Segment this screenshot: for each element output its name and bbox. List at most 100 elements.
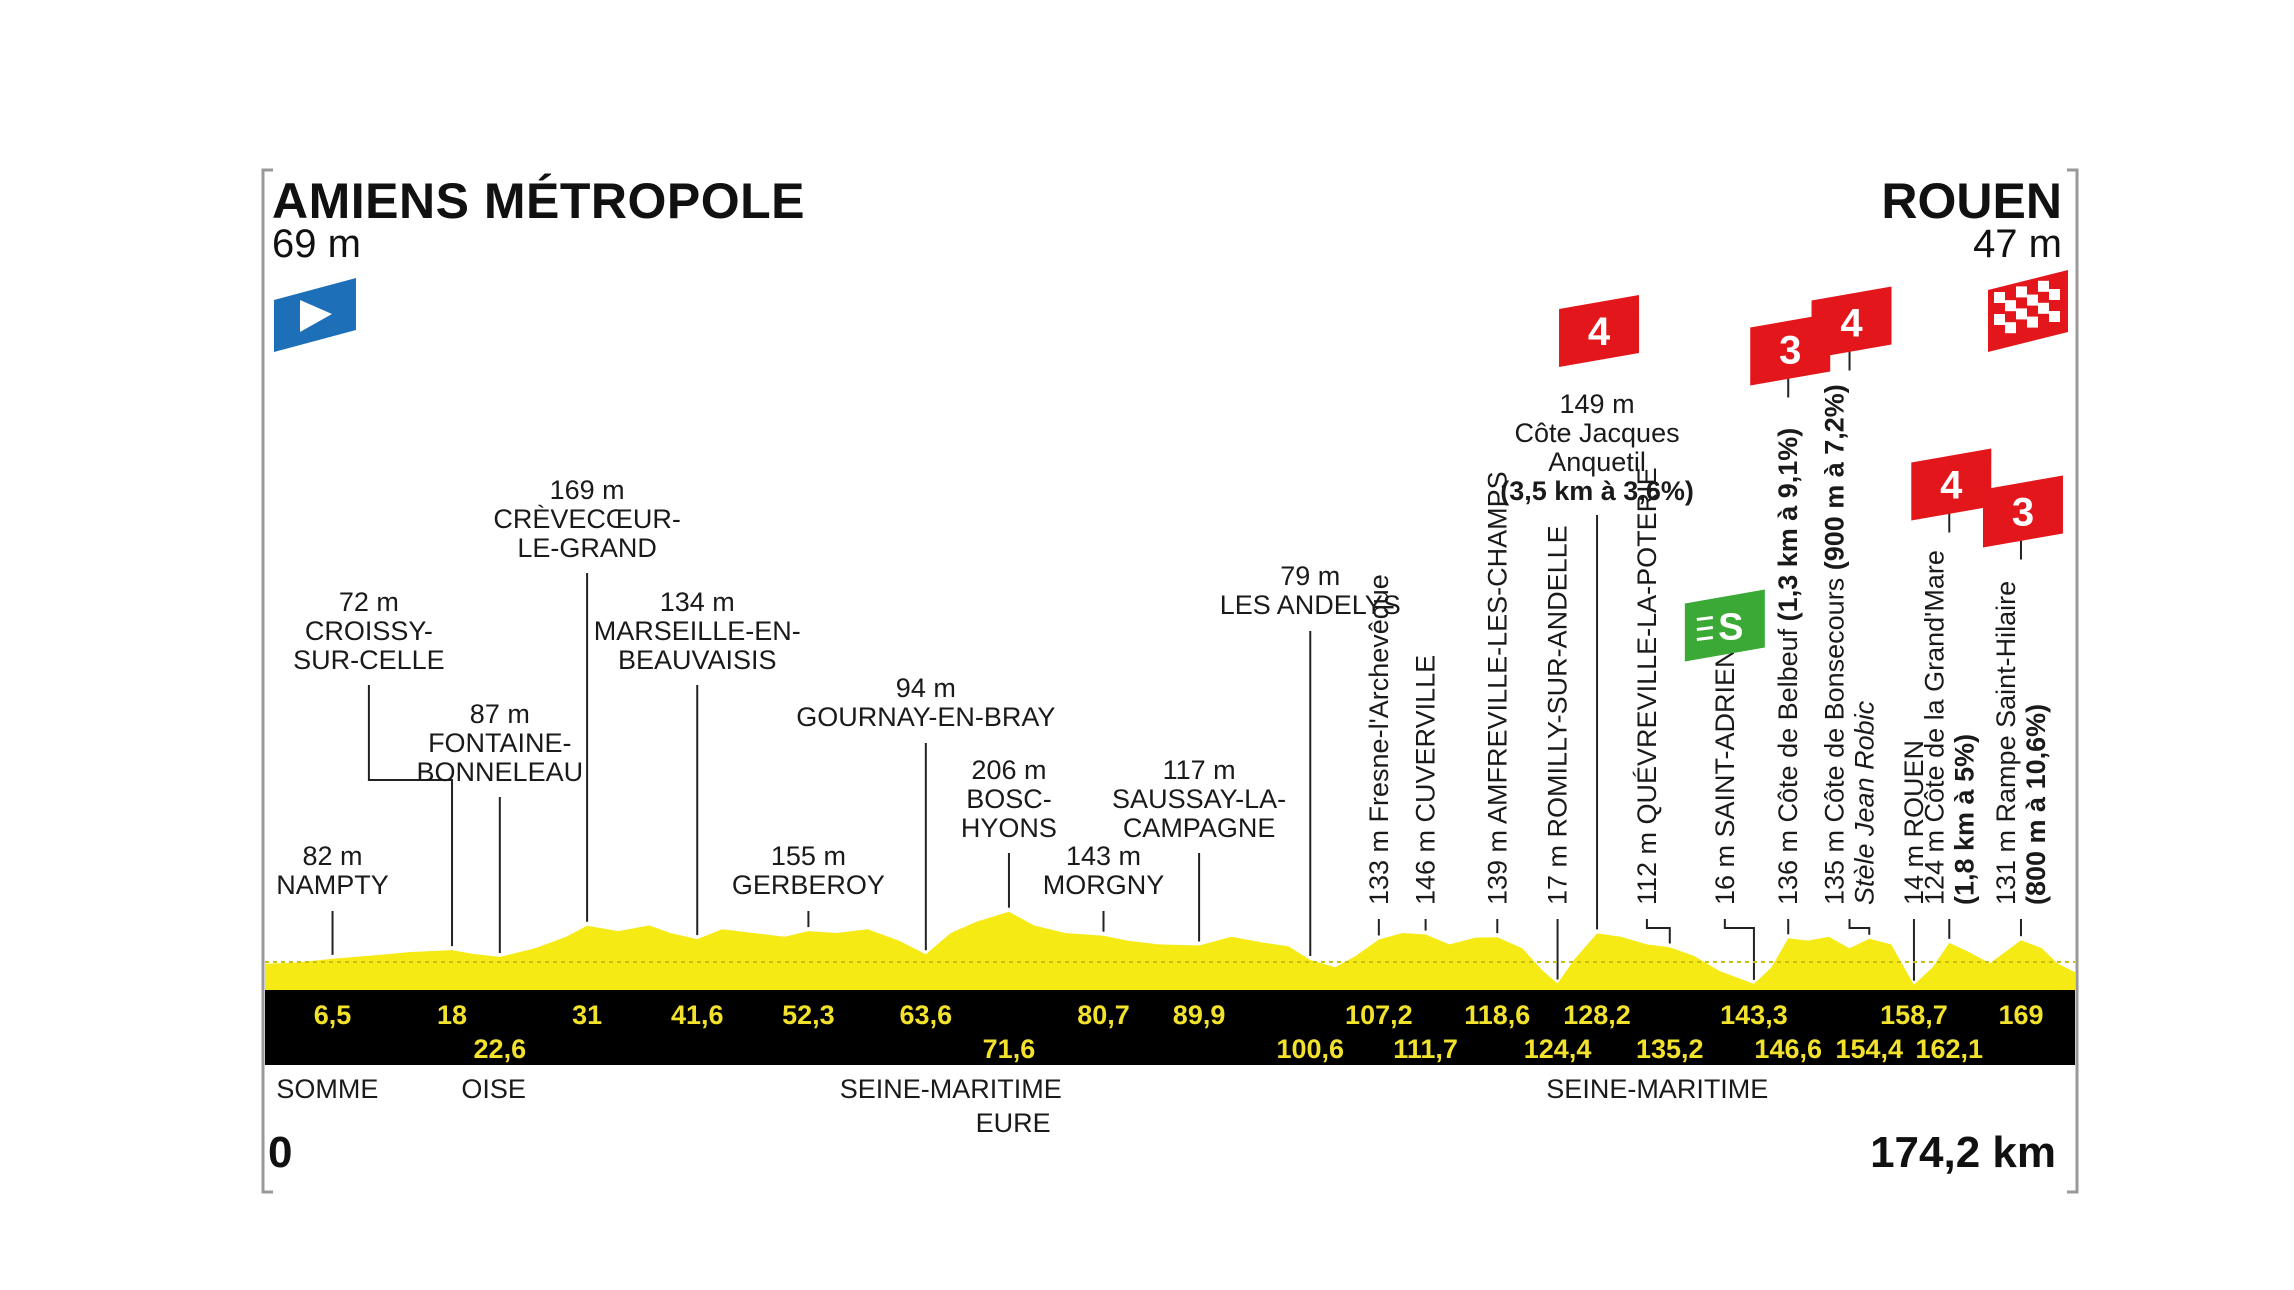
department-label: SOMME (276, 1074, 378, 1104)
place-name-vertical: 16 m SAINT-ADRIEN (1710, 648, 1740, 905)
checker-square (2016, 286, 2027, 298)
checker-square (2027, 316, 2038, 328)
climb-category: 4 (1940, 464, 1963, 508)
place-name: BEAUVAISIS (618, 645, 777, 675)
km-label: 71,6 (983, 1034, 1036, 1064)
climb-category-icon: 3 (1982, 475, 2063, 548)
km-label: 124,4 (1524, 1034, 1592, 1064)
place-name-vertical-extra: (800 m à 10,6%) (2021, 704, 2051, 905)
place-name: SUR-CELLE (293, 645, 445, 675)
checker-square (1994, 292, 2005, 303)
place-name-vertical: 14 m ROUEN (1899, 740, 1929, 905)
km-label: 100,6 (1276, 1034, 1344, 1064)
km-label: 135,2 (1636, 1034, 1704, 1064)
km-label: 128,2 (1563, 1000, 1631, 1030)
start-flag-icon (274, 278, 356, 352)
km-label: 169 (1998, 1000, 2043, 1030)
frame (261, 168, 2079, 1194)
place-altitude: 72 m (339, 587, 399, 617)
km-label: 18 (437, 1000, 467, 1030)
checker-square (2038, 302, 2049, 314)
km-label: 107,2 (1345, 1000, 1413, 1030)
climb-badge (1982, 475, 2063, 548)
place-name-vertical: 124 m Côte de la Grand'Mare (1919, 550, 1949, 905)
place-name-vertical: 17 m ROMILLY-SUR-ANDELLE (1543, 525, 1573, 905)
place-name-vertical-extra: Stèle Jean Robic (1850, 700, 1880, 905)
km-label: 158,7 (1880, 1000, 1948, 1030)
distance-total: 174,2 km (1870, 1128, 2056, 1177)
leader-line (1723, 919, 1755, 980)
place-name: BONNELEAU (417, 757, 584, 787)
place-name: CROISSY- (305, 616, 433, 646)
profile-area (265, 911, 2075, 996)
place-altitude: 94 m (896, 673, 956, 703)
leader-line (367, 685, 454, 947)
km-label: 63,6 (900, 1000, 953, 1030)
place-name: MARSEILLE-EN- (594, 616, 801, 646)
climb-category: 4 (1840, 302, 1863, 346)
sprint-stroke (1696, 636, 1714, 641)
checker-square (2027, 294, 2038, 306)
elevation-area (265, 911, 2075, 996)
km-label: 89,9 (1173, 1000, 1226, 1030)
checkered-flag-icon (1988, 270, 2068, 352)
km-label: 111,7 (1393, 1034, 1458, 1064)
km-label: 80,7 (1077, 1000, 1130, 1030)
place-name-vertical: 133 m Fresne-l'Archevêque (1364, 574, 1394, 905)
sprint-stroke (1696, 616, 1714, 621)
sprint-icon: S (1684, 589, 1765, 662)
place-name: GERBEROY (732, 870, 885, 900)
km-label: 22,6 (474, 1034, 527, 1064)
checker-square (2049, 289, 2060, 300)
place-altitude: 117 m (1163, 755, 1236, 785)
place-name-vertical: 135 m Côte de Bonsecours (900 m à 7,2%) (1820, 384, 1850, 905)
climb-category-icon: 4 (1559, 295, 1640, 367)
department-label: EURE (976, 1108, 1051, 1138)
km-label: 146,6 (1754, 1034, 1822, 1064)
place-name: HYONS (961, 813, 1057, 843)
leader-line (1848, 919, 1871, 935)
checker-square (1994, 314, 2005, 325)
place-name: CRÈVECŒUR- (493, 504, 681, 534)
checker-square (2005, 322, 2016, 334)
place-altitude: 149 m (1560, 389, 1635, 419)
km-label: 41,6 (671, 1000, 724, 1030)
place-name: NAMPTY (276, 870, 389, 900)
km-label: 118,6 (1464, 1000, 1530, 1030)
climb-category: 3 (1779, 329, 1801, 373)
place-name: BOSC- (966, 784, 1052, 814)
sprint-letter: S (1718, 607, 1743, 649)
place-altitude: 134 m (660, 587, 735, 617)
place-name: (3,5 km à 3,6%) (1500, 476, 1694, 506)
leader-lines (331, 350, 2022, 981)
place-name-vertical-extra: (1,8 km à 5%) (1949, 734, 1979, 905)
place-name: SAUSSAY-LA- (1112, 784, 1286, 814)
km-label: 31 (572, 1000, 602, 1030)
km-label: 6,5 (314, 1000, 352, 1030)
km-label: 143,3 (1720, 1000, 1788, 1030)
place-altitude: 82 m (303, 841, 363, 871)
place-altitude: 206 m (971, 755, 1046, 785)
place-altitude: 87 m (470, 699, 530, 729)
start-altitude: 69 m (272, 222, 361, 266)
place-name: CAMPAGNE (1123, 813, 1276, 843)
climb-badge (1559, 295, 1640, 367)
climb-badge (1750, 313, 1831, 386)
place-altitude: 143 m (1066, 841, 1141, 871)
climb-category-icon: 4 (1811, 286, 1892, 359)
checker-square (2016, 308, 2027, 320)
start-name: AMIENS MÉTROPOLE (272, 173, 806, 229)
place-name: LE-GRAND (517, 533, 657, 563)
climb-category: 3 (2012, 491, 2034, 535)
sprint-badge (1684, 589, 1765, 662)
sprint-stroke (1696, 626, 1714, 631)
checker-square (2038, 280, 2049, 292)
climb-badge (1911, 448, 1992, 521)
km-label: 162,1 (1915, 1034, 1983, 1064)
